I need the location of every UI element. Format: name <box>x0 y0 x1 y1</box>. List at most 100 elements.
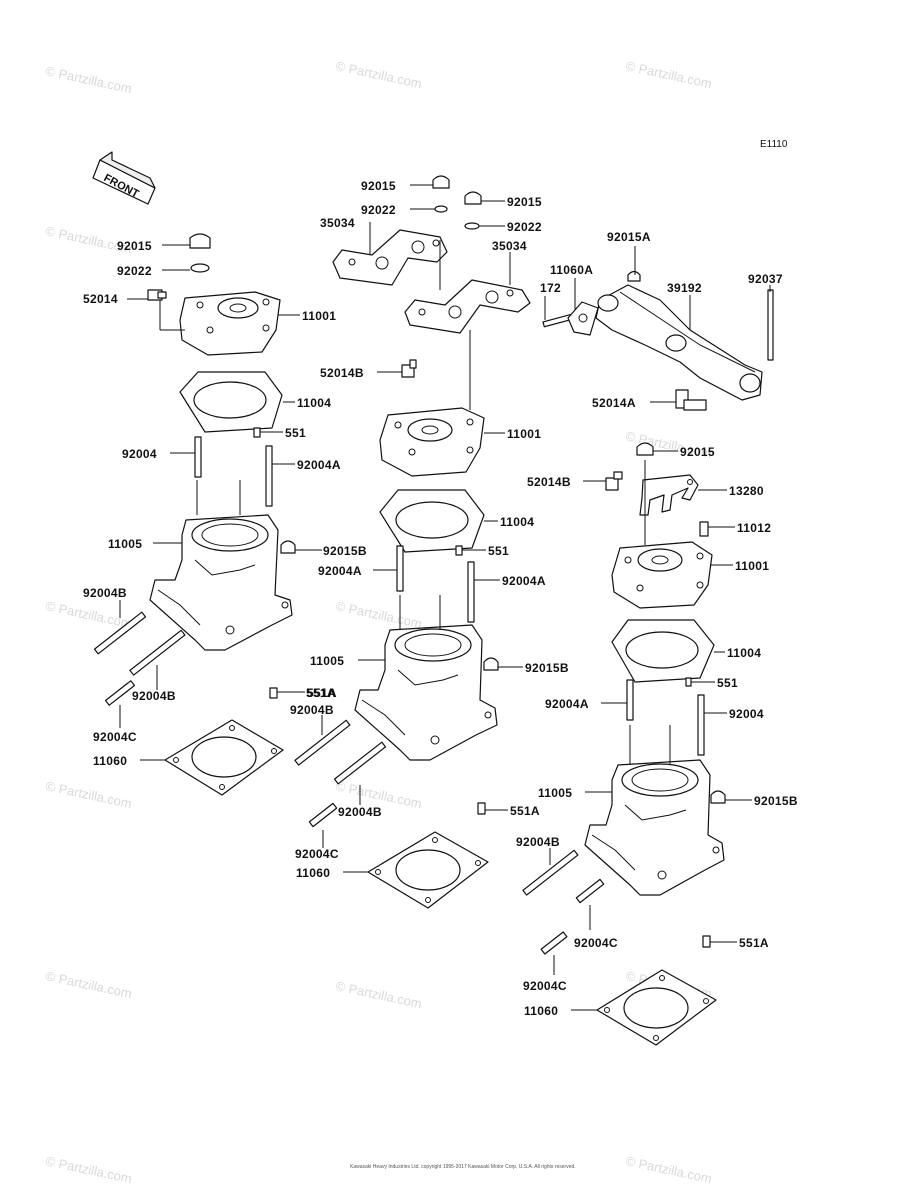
dowel-pin-icon <box>702 935 711 948</box>
stud-icon <box>626 679 634 721</box>
part-label: 92004C <box>523 979 567 993</box>
dowel-pin-icon <box>269 687 278 699</box>
head-gasket-icon <box>379 489 485 553</box>
labels-right: 52014B 92015 13280 11012 11001 11004 920… <box>516 445 798 1018</box>
part-label: 92004B <box>338 805 382 819</box>
part-label: 92015A <box>607 230 651 244</box>
water-pipe-assembly <box>542 246 774 411</box>
bolt-icon <box>767 289 774 361</box>
part-label: 11005 <box>538 786 572 800</box>
stud-icon <box>575 878 605 904</box>
head-gasket-icon <box>611 619 715 683</box>
part-label: 35034 <box>492 239 527 253</box>
cap-nut-icon <box>189 233 211 249</box>
stud-icon <box>522 849 579 896</box>
stud-icon <box>396 545 404 592</box>
stud-icon <box>697 694 705 756</box>
part-label: 11005 <box>108 537 142 551</box>
stud-icon <box>93 611 147 655</box>
washer-icon <box>434 205 448 213</box>
part-label: 92015B <box>323 544 367 558</box>
part-label: 92004 <box>122 447 157 461</box>
stud-icon <box>540 931 568 955</box>
part-label: 92015 <box>117 239 152 253</box>
fitting-icon <box>675 389 707 411</box>
part-label: 92022 <box>361 203 396 217</box>
part-label: 13280 <box>729 484 764 498</box>
part-label: 551 <box>717 676 738 690</box>
cap-nut-icon <box>280 540 296 554</box>
part-label: 11001 <box>302 309 336 323</box>
bracket-icon <box>332 229 448 286</box>
stud-icon <box>333 741 387 785</box>
watermark: © Partzilla.com <box>334 978 423 1011</box>
labels-pipe: 92015A 11060A 172 39192 92037 52014A <box>540 230 783 410</box>
part-label: 92004A <box>502 574 546 588</box>
part-label: 92004C <box>295 847 339 861</box>
part-label: 92004C <box>93 730 137 744</box>
cylinder-icon <box>149 514 293 651</box>
dowel-pin-icon <box>455 545 463 556</box>
part-label: 92004B <box>83 586 127 600</box>
watermark: © Partzilla.com <box>44 1153 133 1186</box>
washer-icon <box>464 222 480 230</box>
part-label: 92004C <box>574 936 618 950</box>
bracket-icon <box>639 474 699 516</box>
stud-icon <box>129 629 186 676</box>
part-label: 52014B <box>320 366 364 380</box>
base-gasket-icon <box>367 831 489 909</box>
part-label: 92004B <box>132 689 176 703</box>
head-gasket-icon <box>179 371 283 433</box>
bolt-icon <box>147 289 167 301</box>
part-label: 11060 <box>524 1004 558 1018</box>
part-label: 92004B <box>516 835 560 849</box>
cap-nut-icon <box>627 270 641 282</box>
cap-nut-icon <box>483 657 499 671</box>
part-label: 11001 <box>735 559 769 573</box>
watermark: © Partzilla.com <box>44 778 133 811</box>
stud-icon <box>308 802 338 828</box>
cap-nut-icon <box>464 191 482 205</box>
cylinder-head-icon <box>611 541 713 609</box>
part-label: 11004 <box>500 515 534 529</box>
cylinder-head-icon <box>179 291 281 356</box>
stud-icon <box>294 719 351 766</box>
part-label: 52014A <box>592 396 636 410</box>
pipe-icon <box>595 284 763 401</box>
part-label: 11060 <box>296 866 330 880</box>
stud-icon <box>467 561 475 623</box>
labels-center: 92015 92015 92022 92022 35034 35034 5201… <box>290 179 569 880</box>
watermark: © Partzilla.com <box>624 1153 713 1186</box>
part-label: 92004A <box>545 697 589 711</box>
watermark: © Partzilla.com <box>334 58 423 91</box>
cylinder-head-icon <box>379 407 485 477</box>
part-label: 11004 <box>297 396 331 410</box>
part-label: 172 <box>540 281 561 295</box>
watermark: © Partzilla.com <box>334 598 423 631</box>
cap-nut-icon <box>636 442 654 456</box>
cylinder-assembly-right <box>522 442 752 1046</box>
part-label: 92004A <box>297 458 341 472</box>
part-label: 551A <box>307 686 337 700</box>
dowel-pin-icon <box>685 677 692 687</box>
labels-left: 92015 92022 52014 11001 11004 551 92004 … <box>83 239 367 768</box>
part-label: 551 <box>285 426 306 440</box>
part-label: 11060 <box>93 754 127 768</box>
part-label: 92015B <box>525 661 569 675</box>
part-label: 11060A <box>550 263 593 277</box>
watermark: © Partzilla.com <box>44 63 133 96</box>
washer-icon <box>190 263 210 273</box>
part-label: 11005 <box>310 654 344 668</box>
part-label: 551A <box>306 686 336 700</box>
part-label: 11012 <box>737 521 771 535</box>
part-label: 52014B <box>527 475 571 489</box>
part-label: 52014 <box>83 292 118 306</box>
stud-icon <box>194 436 202 478</box>
base-gasket-icon <box>596 969 717 1046</box>
part-label: 11004 <box>727 646 761 660</box>
part-label: 92015 <box>507 195 542 209</box>
part-label: 92004A <box>318 564 362 578</box>
part-label: 92022 <box>117 264 152 278</box>
part-label: 92015 <box>361 179 396 193</box>
